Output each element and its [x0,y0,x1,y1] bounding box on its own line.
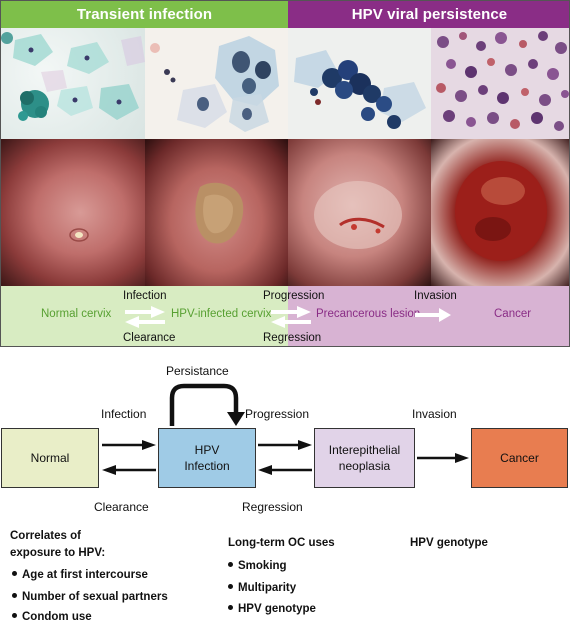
correlate-item-text: Number of sexual partners [22,591,168,603]
bullet-icon [12,593,17,599]
box-normal-label: Normal [30,451,70,465]
correlate-item-text: HPV genotype [238,603,316,615]
colposcopy-precancer-drawing [314,181,402,249]
transition-invasion-top: Invasion [414,290,457,302]
transition-clearance-top: Clearance [123,332,176,344]
transition-regression-top: Regression [263,332,322,344]
correlate-item: Smoking [228,560,287,572]
correlates-col3-title: HPV genotype [410,537,488,549]
correlate-item-text: Multiparity [238,582,297,594]
box-inter-label-line2: neoplasia [338,459,391,473]
arrow-progression-icon [258,440,312,450]
correlate-item: Condom use [12,611,92,623]
correlates-title-line1: Correlates of [10,530,81,542]
stage-normal-cervix: Normal cervix [41,308,112,320]
cytology-koilocyte-image [145,28,288,139]
stage-hpv-infected-cervix: HPV-infected cervix [171,308,272,320]
box-hpv-label-line2: Infection [184,459,230,473]
header-transient-infection: Transient infection [1,1,288,28]
label-persistance: Persistance [166,364,229,378]
correlate-item: Age at first intercourse [12,569,148,581]
label-invasion: Invasion [412,407,457,421]
stage-precancerous-lesion: Precancerous lesion [316,308,421,320]
colposcopy-infected-image [145,139,288,286]
colposcopy-normal-drawing [69,228,89,242]
label-infection: Infection [101,407,147,421]
persistance-loop-arrow-icon [169,383,245,426]
box-interepithelial-neoplasia: Interepithelial neoplasia [314,428,415,488]
cytology-normal-drawing [1,32,145,121]
header-hpv-persistence: HPV viral persistence [288,1,569,28]
correlate-item: Number of sexual partners [12,591,168,603]
correlate-item: Multiparity [228,582,296,594]
label-progression: Progression [245,407,310,421]
cytology-cancer-drawing [431,28,569,139]
arrow-regression-icon [258,465,312,475]
colposcopy-cancer-image [431,139,569,286]
cytology-koilocyte-drawing [150,36,279,132]
colposcopy-precancer-image [288,139,431,286]
box-inter-label-line1: Interepithelial [328,443,401,457]
correlates-col2-title: Long-term OC uses [228,537,335,549]
bullet-icon [12,571,17,577]
colposcopy-normal-image [1,139,145,286]
box-hpv-label-line1: HPV [194,443,220,457]
correlate-item-text: Smoking [238,560,287,572]
bullet-icon [228,605,233,611]
correlates-title-line2: exposure to HPV: [10,547,106,559]
cytology-cancer-image [431,28,569,139]
box-cancer-label: Cancer [500,451,539,465]
arrow-infection-icon [102,440,156,450]
bullet-icon [228,562,233,568]
transition-progression-top: Progression [263,290,325,302]
bullet-icon [12,613,17,619]
box-cancer: Cancer [471,428,568,488]
bullet-icon [228,584,233,590]
top-figure: Transient infection HPV viral persistenc… [0,0,570,347]
cytology-normal-image [1,28,145,139]
box-hpv-infection: HPV Infection [158,428,256,488]
double-arrow-infection-icon [125,306,165,328]
double-arrow-progression-icon [271,306,311,328]
label-clearance: Clearance [94,500,149,514]
arrow-invasion-icon [417,453,469,463]
transition-infection-top: Infection [123,290,167,302]
correlate-item-text: Age at first intercourse [22,569,148,581]
cytology-dysplasia-drawing [294,50,426,129]
correlate-item: HPV genotype [228,603,316,615]
strip-transient [1,286,288,346]
stage-cancer: Cancer [494,308,532,320]
arrow-invasion-top-icon [415,308,451,322]
colposcopy-cancer-drawing [455,161,547,261]
correlate-item-text: Condom use [22,611,92,623]
colposcopy-infected-drawing [195,182,244,244]
cytology-dysplasia-image [288,28,431,139]
arrow-clearance-icon [102,465,156,475]
box-normal: Normal [1,428,99,488]
label-regression: Regression [242,500,303,514]
